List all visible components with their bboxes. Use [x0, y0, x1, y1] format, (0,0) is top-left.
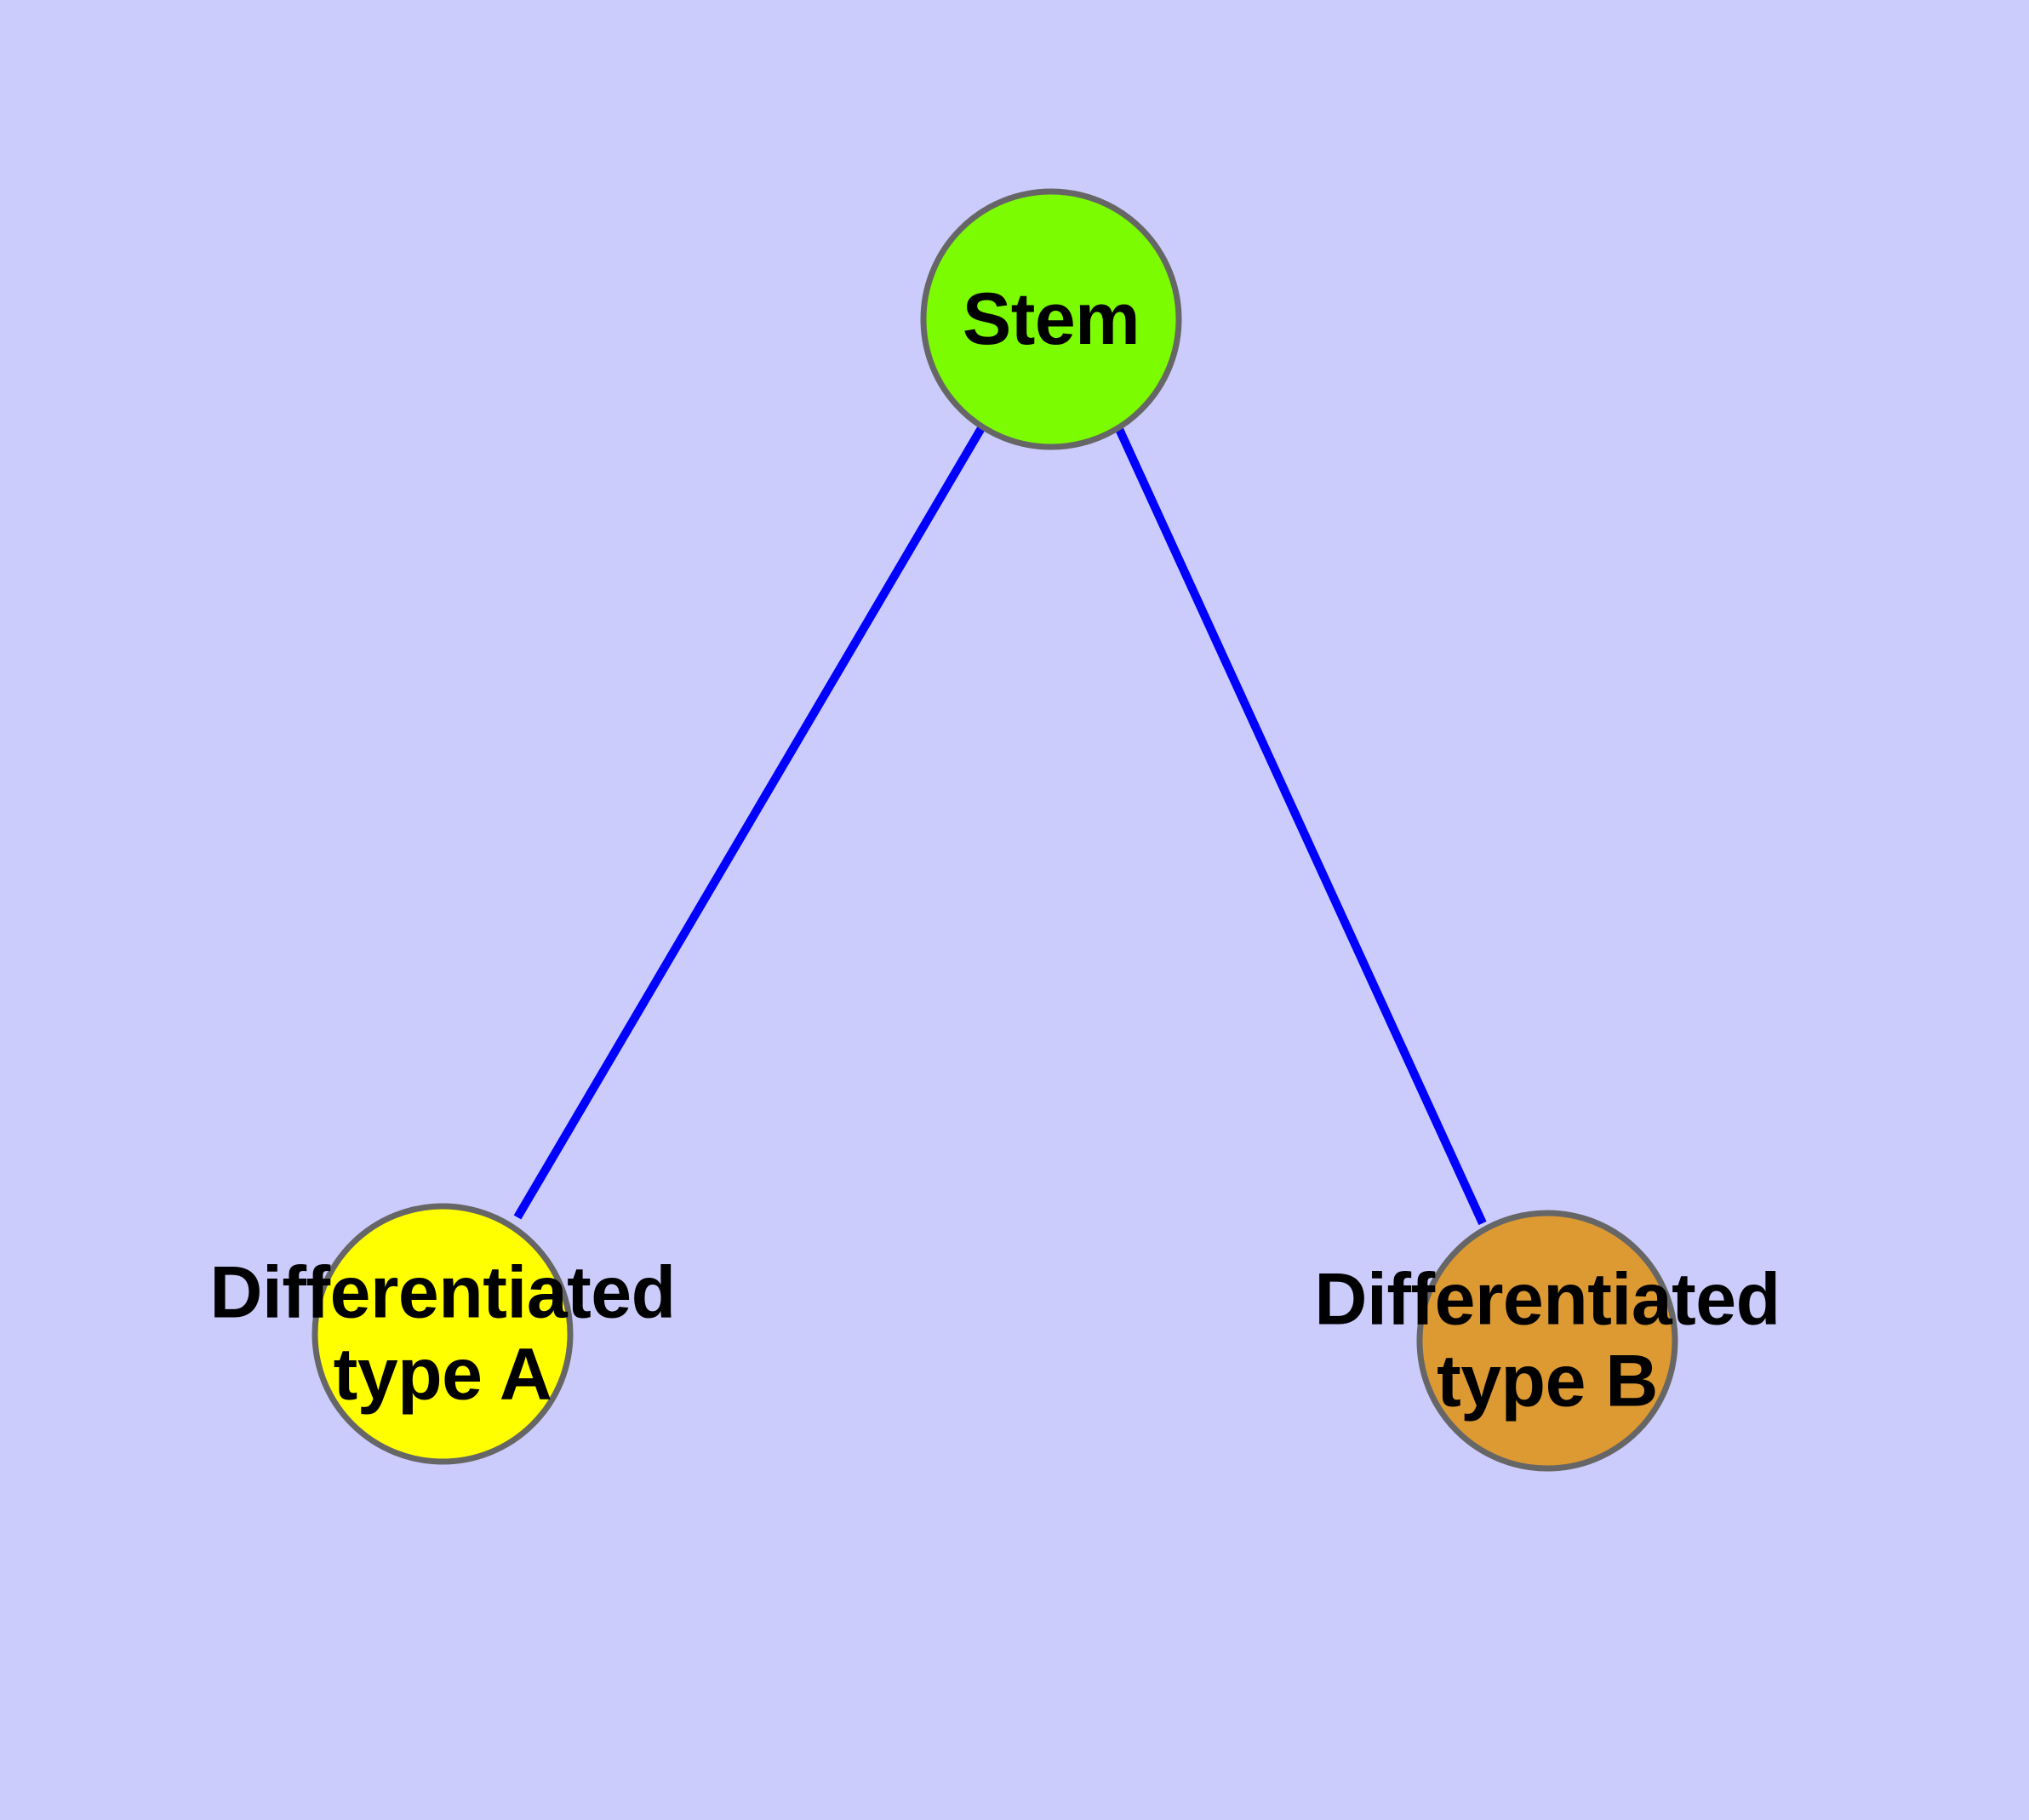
edge-layer: [513, 426, 1487, 1226]
node-differentiated-type-b[interactable]: [1416, 1210, 1678, 1472]
edge-stem-to-differentiated-type-a[interactable]: [513, 426, 986, 1220]
node-stem[interactable]: [920, 188, 1182, 450]
node-layer: [311, 188, 1678, 1472]
node-differentiated-type-a[interactable]: [311, 1203, 574, 1465]
edge-stem-to-differentiated-type-b[interactable]: [1115, 426, 1487, 1226]
